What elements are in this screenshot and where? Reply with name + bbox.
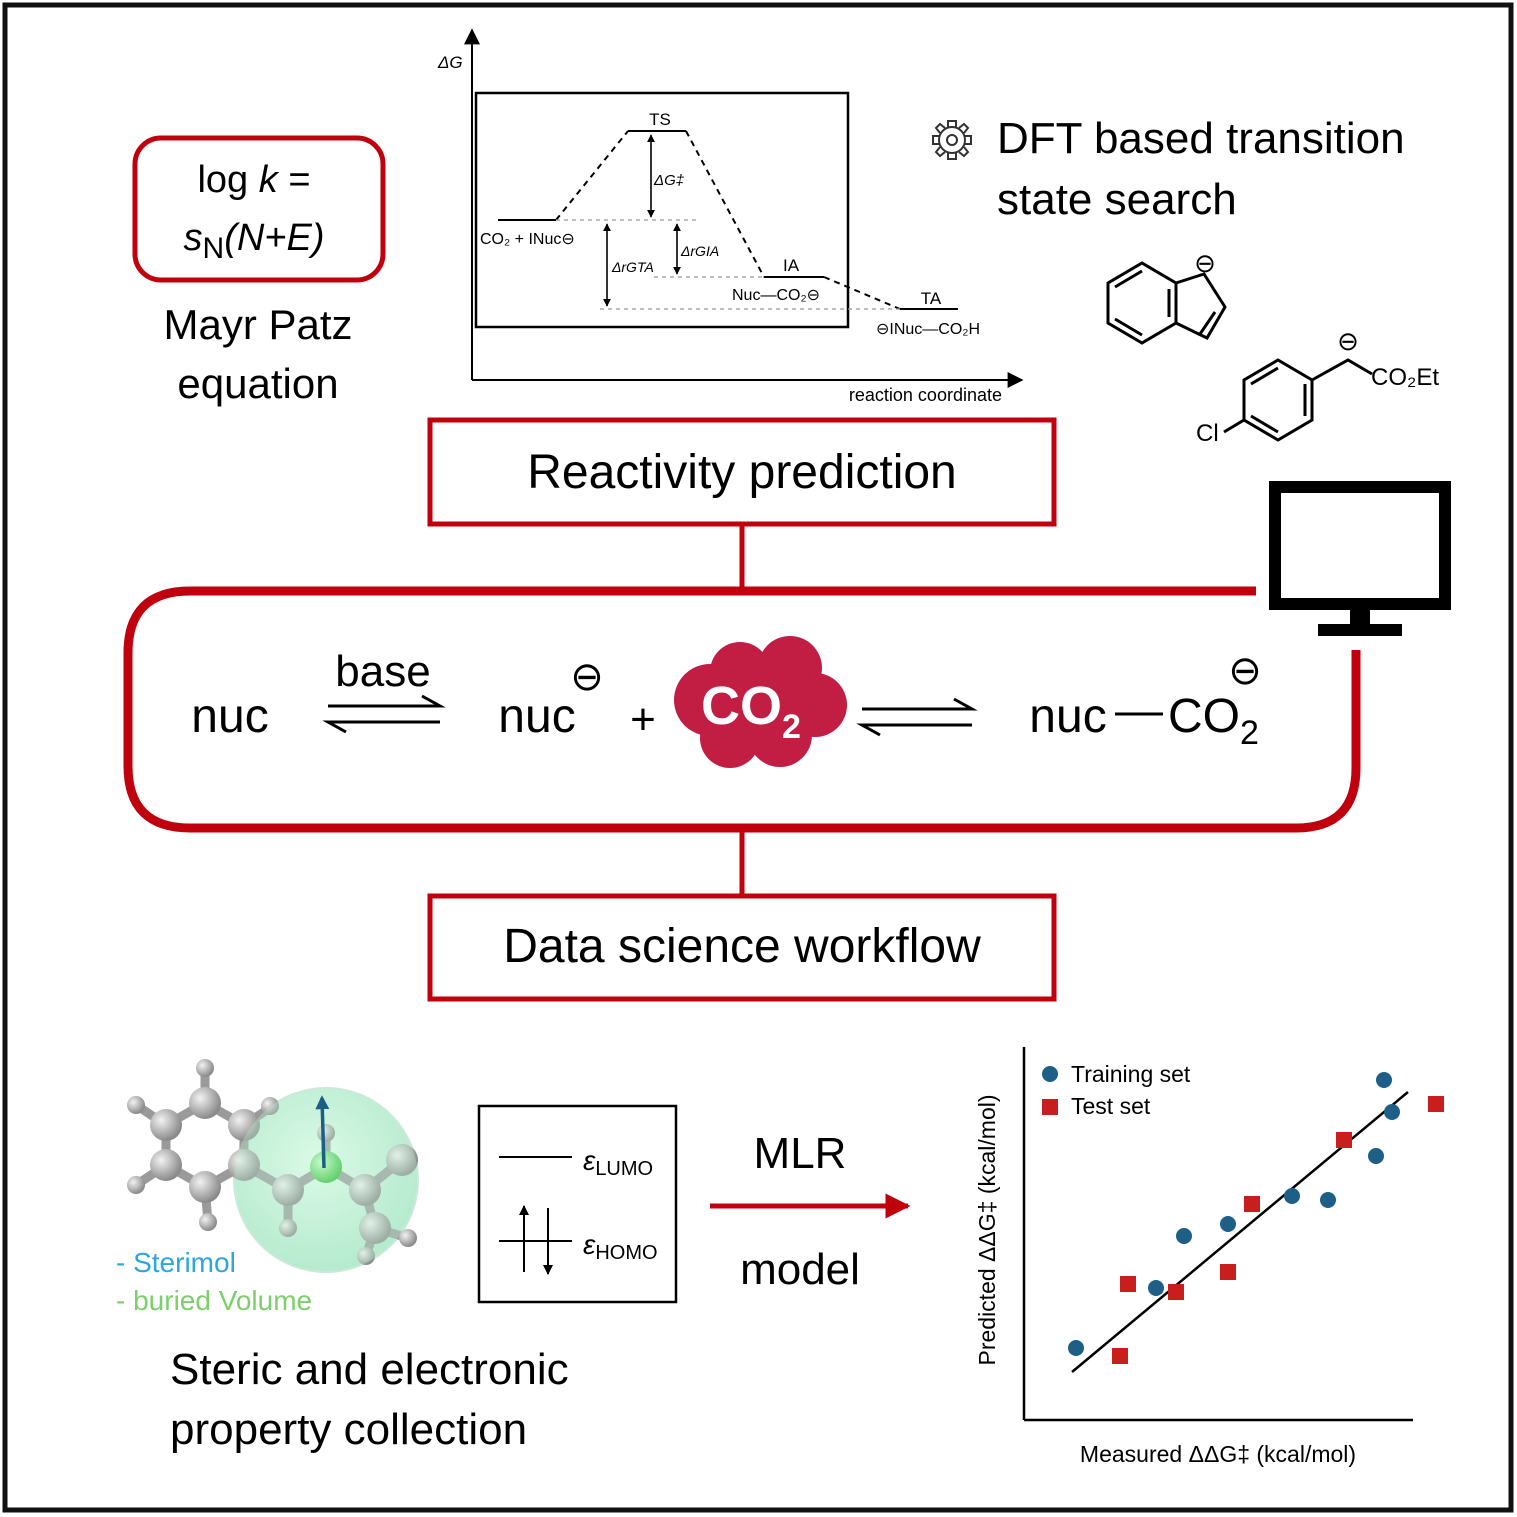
homo-label: εHOMO — [583, 1229, 658, 1264]
training-point-4 — [1284, 1188, 1300, 1204]
training-point-2 — [1176, 1228, 1192, 1244]
equilibrium-arrow-1 — [322, 694, 446, 734]
nuc-anion-charge: ⊖ — [570, 655, 604, 699]
energy-inner-box — [474, 91, 850, 329]
energy-x-label: reaction coordinate — [849, 385, 1002, 405]
product-nuc: nuc — [1029, 690, 1106, 743]
label-ta-species: ⊖INuc—CO₂H — [876, 321, 980, 338]
scatter-chart: Measured ΔΔG‡ (kcal/mol) Predicted ΔΔG‡ … — [974, 1047, 1444, 1467]
dft-title-line1: DFT based transition — [997, 114, 1405, 163]
property-caption-line1: Steric and electronic — [170, 1345, 569, 1394]
label-dg-ia: ΔrGIA — [680, 243, 719, 259]
chart-x-label: Measured ΔΔG‡ (kcal/mol) — [1080, 1441, 1356, 1467]
lumo-label: εLUMO — [583, 1145, 653, 1180]
training-point-1 — [1148, 1280, 1164, 1296]
legend-test-marker — [1042, 1099, 1058, 1115]
chart-y-label: Predicted ΔΔG‡ (kcal/mol) — [974, 1094, 1000, 1365]
computer-monitor-icon — [1269, 481, 1451, 636]
reaction-loop — [123, 586, 1361, 833]
ester-anion-structure — [1223, 358, 1373, 442]
indenyl-anion-structure — [1106, 261, 1227, 345]
dft-title-line2: state search — [997, 175, 1237, 224]
property-caption-line2: property collection — [170, 1405, 527, 1454]
label-ts: TS — [649, 110, 671, 129]
model-label: model — [740, 1245, 860, 1294]
training-point-8 — [1384, 1104, 1400, 1120]
mlr-label: MLR — [754, 1129, 847, 1178]
test-point-4 — [1244, 1196, 1260, 1212]
co2-cloud-icon — [674, 636, 847, 768]
mayr-equation-box — [132, 135, 386, 283]
equilibrium-arrow-2 — [856, 697, 978, 737]
data-science-workflow-box — [427, 893, 1057, 1002]
training-point-6 — [1368, 1148, 1384, 1164]
nuc-anion: nuc — [498, 690, 575, 743]
energy-diagram: ΔG reaction coordinate TS IA TA CO₂ + IN… — [437, 28, 1024, 405]
reactivity-prediction-label: Reactivity prediction — [527, 446, 957, 499]
buried-volume-label: - buried Volume — [116, 1285, 312, 1316]
indenyl-charge: ⊖ — [1194, 248, 1216, 278]
label-ia: IA — [783, 256, 800, 275]
orbital-box — [477, 1104, 678, 1304]
mayr-caption-line2: equation — [177, 360, 338, 407]
test-point-2 — [1168, 1284, 1184, 1300]
data-science-workflow-label: Data science workflow — [503, 920, 981, 973]
reactivity-prediction-box — [427, 417, 1057, 527]
plus-sign: + — [630, 695, 656, 744]
gear-icon — [932, 120, 972, 160]
training-point-5 — [1320, 1192, 1336, 1208]
training-point-7 — [1376, 1072, 1392, 1088]
base-label: base — [335, 647, 430, 696]
label-dg-ts: ΔG‡ — [653, 172, 685, 189]
mayr-caption-line1: Mayr Patz — [163, 301, 352, 348]
product-co2: CO2 — [1168, 690, 1259, 752]
legend-training-label: Training set — [1071, 1061, 1191, 1087]
ester-charge: ⊖ — [1337, 326, 1359, 356]
legend-training-marker — [1042, 1066, 1058, 1082]
label-ia-species: Nuc—CO₂⊖ — [732, 287, 820, 304]
molecule-3d-illustration — [127, 1059, 419, 1273]
test-point-1 — [1120, 1276, 1136, 1292]
ester-substituent: CO₂Et — [1371, 364, 1439, 391]
training-point-3 — [1220, 1216, 1236, 1232]
legend-test-label: Test set — [1071, 1093, 1151, 1119]
mayr-equation-line1: log k = — [197, 159, 310, 201]
training-point-0 — [1068, 1340, 1084, 1356]
label-reactant: CO₂ + INuc⊖ — [480, 231, 575, 248]
mayr-equation-line2: sN(N+E) — [184, 217, 325, 265]
test-point-5 — [1336, 1132, 1352, 1148]
reactant-nuc: nuc — [191, 690, 268, 743]
test-point-0 — [1112, 1348, 1128, 1364]
energy-y-label: ΔG — [437, 53, 463, 72]
label-ta: TA — [921, 289, 942, 308]
sterimol-label: - Sterimol — [116, 1247, 236, 1278]
test-point-3 — [1220, 1264, 1236, 1280]
pathway-dashes — [555, 130, 901, 310]
product-charge: ⊖ — [1228, 649, 1262, 693]
test-point-6 — [1428, 1096, 1444, 1112]
co2-cloud-label: CO2 — [701, 676, 801, 746]
ester-halogen: Cl — [1196, 420, 1219, 447]
label-dg-ta: ΔrGTA — [611, 259, 654, 275]
